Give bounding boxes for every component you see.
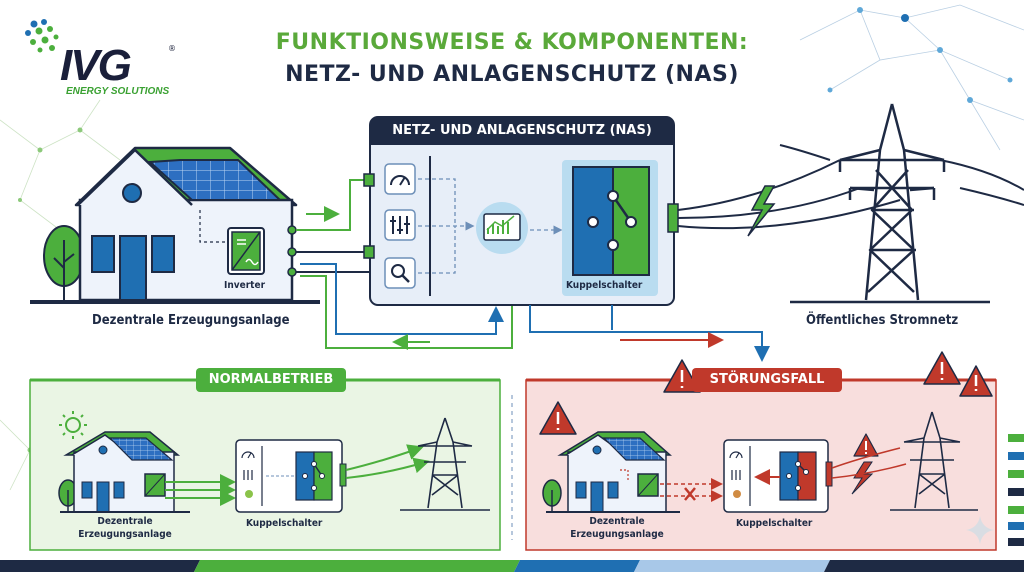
warning-icon-fault-title — [663, 359, 701, 393]
sparkle-icon — [966, 516, 994, 544]
logo-subtitle: ENERGY SOLUTIONS — [66, 86, 170, 97]
warning-icon-top-right — [923, 351, 993, 397]
logo-icon — [25, 19, 59, 53]
nas-output-connector — [667, 203, 679, 233]
inverter-connectors — [287, 225, 297, 277]
fault-house-label-1: Dezentrale — [589, 516, 645, 527]
house-small-fault — [542, 431, 680, 513]
normal-house-label-2: Erzeugungsanlage — [78, 529, 172, 540]
nas-box-title: NETZ- UND ANLAGENSCHUTZ (NAS) — [392, 123, 652, 138]
logo-text: IVG — [60, 41, 132, 90]
pylon-fault — [890, 411, 978, 511]
nas-dashed-flows — [418, 178, 563, 274]
normal-flow-arrows — [165, 474, 236, 506]
normal-grid-arrows — [345, 444, 430, 479]
lightning-icon-fault — [851, 461, 874, 495]
grid-power-lines — [677, 144, 1024, 230]
inverter-icon — [227, 227, 265, 275]
pylon-main — [790, 103, 990, 304]
network-dots-top-right — [827, 7, 1013, 103]
inverter-label: Inverter — [224, 280, 266, 291]
fault-dashed-flows — [660, 478, 723, 502]
sliders-icon — [384, 209, 416, 241]
coupling-switch-normal — [235, 439, 347, 513]
switch-label-main: Kuppelschalter — [566, 280, 643, 291]
sun-icon — [59, 411, 87, 439]
nas-down-lines — [529, 305, 770, 362]
house-label: Dezentrale Erzeugungsanlage — [92, 313, 290, 328]
pylon-normal — [400, 417, 490, 511]
fault-grid-lines — [831, 447, 907, 479]
magnifier-icon — [384, 257, 416, 289]
grid-label: Öffentliches Stromnetz — [806, 313, 959, 328]
bottom-band — [0, 560, 1024, 572]
lightning-icon — [747, 185, 776, 237]
right-edge-stripes — [1008, 434, 1024, 546]
title-line-2: NETZ- UND ANLAGENSCHUTZ (NAS) — [285, 62, 739, 87]
normal-house-label-1: Dezentrale — [97, 516, 153, 527]
cross-icon — [684, 487, 696, 501]
warning-icon-fault-left — [539, 401, 577, 435]
warning-icon-fault-switch — [853, 433, 879, 457]
title-line-1: FUNKTIONSWEISE & KOMPONENTEN: — [275, 30, 749, 55]
house-small-normal — [58, 431, 190, 513]
house-main — [30, 146, 320, 304]
coupling-switch-fault — [723, 439, 833, 513]
coupling-switch-main — [562, 160, 658, 296]
logo-registered-mark: ® — [168, 44, 176, 53]
monitor-chart-icon — [476, 202, 528, 254]
gauge-icon — [384, 163, 416, 195]
normal-operation-title: NORMALBETRIEB — [196, 368, 346, 392]
normal-switch-label: Kuppelschalter — [246, 518, 323, 529]
fault-switch-label: Kuppelschalter — [736, 518, 813, 529]
house-nas-lines — [296, 179, 513, 350]
fault-house-label-2: Erzeugungsanlage — [570, 529, 664, 540]
fault-title: STÖRUNGSFALL — [692, 368, 842, 392]
